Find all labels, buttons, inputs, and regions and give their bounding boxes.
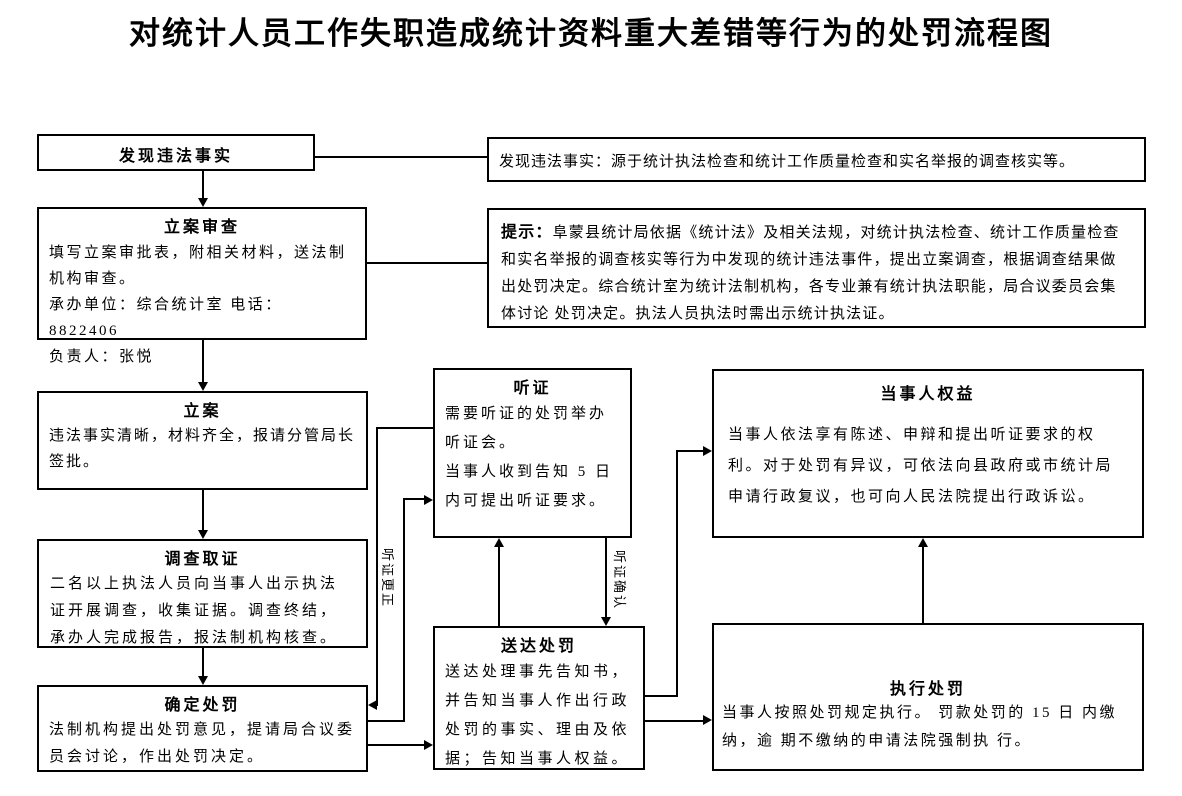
node-evidence-title: 调查取证 — [164, 551, 241, 568]
arrowhead-evidence-to-determine — [198, 676, 208, 685]
case-review-line-2: 承办单位：综合统计室 电话： 8822406 — [49, 297, 283, 339]
arrowhead-hearing-correction-into-determine — [368, 700, 377, 710]
arrowhead-determine-to-deliver — [424, 740, 433, 750]
connector-discover-to-case-review — [202, 171, 204, 198]
node-execute-penalty: 执行处罚 当事人按照处罚规定执行。 罚款处罚的 15 日 内缴纳，逾 期不缴纳的… — [712, 623, 1144, 771]
node-evidence: 调查取证 二名以上执法人员向当事人出示执法证开展调查，收集证据。调查终结，承办人… — [37, 539, 368, 648]
page-title: 对统计人员工作失职造成统计资料重大差错等行为的处罚流程图 — [129, 16, 1053, 51]
node-execute-penalty-title: 执行处罚 — [889, 681, 966, 698]
node-discover-facts: 发现违法事实 — [37, 134, 315, 171]
connector-hearing-to-deliver — [605, 538, 607, 617]
connector-hearing-correction-top — [376, 427, 433, 429]
edge-label-hearing-correction: 听证更正 — [380, 547, 395, 608]
connector-evidence-to-determine — [202, 648, 204, 676]
node-execute-penalty-body: 当事人按照处罚规定执行。 罚款处罚的 15 日 内缴纳，逾 期不缴纳的申请法院强… — [722, 705, 1118, 749]
connector-execute-to-rights — [922, 547, 924, 623]
case-review-line-1: 填写立案审批表，附相关材料，送法制机构审查。 — [49, 245, 347, 287]
node-hearing: 听证 需要听证的处罚举办听证会。 当事人收到告知 5 日 内可提出听证要求。 — [433, 368, 632, 538]
hearing-line-2: 当事人收到告知 5 日 内可提出听证要求。 — [445, 464, 614, 509]
arrowhead-filing-to-evidence — [198, 530, 208, 539]
arrowhead-execute-to-rights — [918, 538, 928, 547]
node-deliver-penalty-title: 送达处罚 — [500, 638, 577, 655]
node-filing-title: 立案 — [183, 403, 222, 420]
node-hearing-title: 听证 — [513, 380, 552, 397]
node-case-review-title: 立案审查 — [163, 219, 240, 236]
node-deliver-penalty-body: 送达处理事先告知书，并告知当事人作出行政处罚的事实、理由及依据；告知当事人权益。 — [445, 664, 631, 767]
arrowhead-case-review-to-filing — [198, 382, 208, 391]
case-review-line-3: 负责人：张悦 — [49, 349, 155, 365]
connector-case-review-to-tip — [367, 262, 487, 264]
node-party-rights: 当事人权益 当事人依法享有陈述、申辩和提出听证要求的权利。对于处罚有异议，可依法… — [712, 369, 1144, 538]
node-party-rights-title: 当事人权益 — [880, 386, 976, 403]
node-determine-penalty-title: 确定处罚 — [164, 697, 241, 714]
connector-deliver-to-execute — [645, 720, 703, 722]
node-filing-body: 违法事实清晰，材料齐全，报请分管局长签批。 — [49, 428, 356, 470]
connector-determine-to-hearing-bottom — [368, 720, 405, 722]
node-hearing-body: 需要听证的处罚举办听证会。 当事人收到告知 5 日 内可提出听证要求。 — [435, 400, 630, 516]
node-party-rights-body: 当事人依法享有陈述、申辩和提出听证要求的权利。对于处罚有异议，可依法向县政府或市… — [728, 427, 1114, 505]
arrowhead-hearing-to-deliver — [601, 617, 611, 626]
hearing-line-1: 需要听证的处罚举办听证会。 — [445, 406, 608, 451]
connector-deliver-to-rights-bottom — [645, 695, 678, 697]
node-determine-penalty-body: 法制机构提出处罚意见，提请局合议委员会讨论，作出处罚决定。 — [49, 722, 356, 765]
connector-determine-to-hearing-top — [403, 498, 425, 500]
node-case-review: 立案审查 填写立案审批表，附相关材料，送法制机构审查。 承办单位：综合统计室 电… — [37, 207, 367, 365]
node-determine-penalty: 确定处罚 法制机构提出处罚意见，提请局合议委员会讨论，作出处罚决定。 — [37, 685, 368, 772]
connector-hearing-correction-vertical — [376, 427, 378, 706]
connector-deliver-to-rights-vertical — [676, 451, 678, 697]
arrowhead-determine-to-hearing — [424, 495, 433, 505]
node-discover-facts-note-text: 发现违法事实：源于统计执法检查和统计工作质量检查和实名举报的调查核实等。 — [499, 154, 1076, 170]
node-discover-facts-title: 发现违法事实 — [118, 147, 233, 165]
arrowhead-deliver-to-rights — [703, 446, 712, 456]
arrowhead-deliver-to-hearing — [494, 538, 504, 547]
connector-case-review-to-filing — [202, 340, 204, 382]
node-filing: 立案 违法事实清晰，材料齐全，报请分管局长签批。 — [37, 391, 368, 490]
node-case-review-body: 填写立案审批表，附相关材料，送法制机构审查。 承办单位：综合统计室 电话： 88… — [39, 239, 365, 371]
edge-label-hearing-confirm: 听证确认 — [612, 549, 627, 610]
connector-discover-to-note — [315, 156, 487, 158]
arrowhead-discover-to-case-review — [198, 198, 208, 207]
connector-determine-to-hearing-vertical — [403, 499, 405, 722]
node-deliver-penalty: 送达处罚 送达处理事先告知书，并告知当事人作出行政处罚的事实、理由及依据；告知当… — [433, 626, 645, 770]
node-tip-note: 提示：阜蒙县统计局依据《统计法》及相关法规，对统计执法检查、统计工作质量检查和实… — [487, 208, 1146, 328]
connector-determine-to-deliver — [368, 744, 424, 746]
node-evidence-body: 二名以上执法人员向当事人出示执法证开展调查，收集证据。调查终结，承办人完成报告，… — [50, 576, 339, 646]
tip-label: 提示： — [501, 224, 553, 241]
connector-deliver-to-rights-top — [676, 450, 703, 452]
node-discover-facts-note: 发现违法事实：源于统计执法检查和统计工作质量检查和实名举报的调查核实等。 — [487, 137, 1146, 182]
connector-deliver-to-hearing — [498, 547, 500, 626]
arrowhead-deliver-to-execute — [703, 715, 712, 725]
tip-text: 阜蒙县统计局依据《统计法》及相关法规，对统计执法检查、统计工作质量检查和实名举报… — [501, 225, 1120, 322]
connector-filing-to-evidence — [202, 490, 204, 530]
